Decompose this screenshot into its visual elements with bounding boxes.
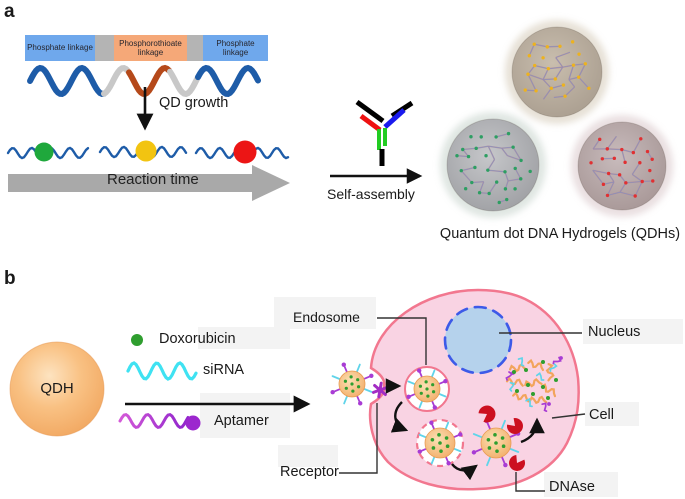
receptor-label: Receptor	[280, 464, 339, 480]
panel-a-label: a	[4, 1, 15, 22]
label-backdrop	[583, 319, 683, 344]
endosome-connector	[377, 317, 427, 365]
reaction-time-label: Reaction time	[107, 171, 199, 188]
receptor-connector	[339, 403, 378, 474]
receptor-icon	[371, 381, 389, 399]
endosome-maturation-arrow	[390, 401, 409, 433]
linker-segment	[187, 35, 203, 61]
phosphorothioate-linkage-segment: Phosphorothioate linkage	[114, 35, 187, 61]
label-backdrop	[585, 402, 639, 426]
endosome-label: Endosome	[293, 309, 360, 325]
qdh-particle-outside	[330, 362, 374, 406]
released-cargo	[505, 356, 563, 413]
dnase-label: DNAse	[549, 479, 595, 495]
cargo-release-arrow	[520, 417, 545, 444]
aptamer-wave-icon	[118, 412, 201, 431]
hydrogel-sphere-green	[440, 112, 546, 218]
segment-label: Phosphate linkage	[27, 43, 93, 53]
qdh-particle-endosome2	[417, 420, 463, 466]
nucleus	[443, 305, 513, 375]
segment-label: Phosphorothioate linkage	[119, 38, 182, 57]
segment-label: Phosphate linkage	[216, 38, 255, 57]
label-backdrop	[544, 472, 618, 497]
hydrogel-spheres	[440, 20, 673, 218]
panel-b-label: b	[4, 268, 16, 289]
label-backdrop	[198, 327, 290, 349]
qd-seeded-strands	[6, 140, 290, 164]
cell-label: Cell	[589, 407, 614, 423]
qdh-sphere-label: QDH	[40, 380, 74, 397]
linker-segment	[95, 35, 114, 61]
phosphate-linkage-segment: Phosphate linkage	[203, 35, 268, 61]
label-backdrop	[274, 297, 376, 329]
hydrogel-sphere-yellow	[505, 20, 609, 124]
endosome-escape-arrow	[451, 463, 478, 481]
legend-sirna-label: siRNA	[203, 362, 245, 378]
nucleus-label: Nucleus	[588, 324, 641, 340]
qdh-particle-free	[471, 418, 521, 468]
qdh-sphere	[9, 341, 105, 437]
label-backdrop	[200, 393, 290, 438]
qdh-particle-endosome1	[406, 368, 448, 410]
label-backdrop	[278, 445, 338, 467]
cell-connector	[551, 413, 586, 419]
doxorubicin-dot-icon	[131, 334, 143, 346]
y-dna-icon	[355, 99, 414, 166]
dnase-icon	[509, 455, 526, 471]
dnase-icon	[478, 405, 496, 423]
qdh-caption: Quantum dot DNA Hydrogels (QDHs)	[439, 226, 681, 242]
self-assembly-label: Self-assembly	[327, 186, 415, 202]
phosphate-linkage-segment: Phosphate linkage	[25, 35, 95, 61]
cell-diagram	[330, 288, 586, 492]
reaction-time-arrow	[8, 165, 290, 201]
legend-icons	[118, 334, 311, 431]
hydrogel-sphere-red	[571, 115, 673, 217]
linkage-bar: Phosphate linkage Phosphorothioate linka…	[25, 35, 268, 61]
dnase-connector	[515, 472, 545, 492]
chimeric-dna-strand	[27, 64, 261, 98]
legend-doxorubicin-label: Doxorubicin	[159, 331, 236, 347]
sirna-wave-icon	[126, 361, 198, 381]
qd-growth-label: QD growth	[159, 95, 229, 111]
legend-aptamer-label: Aptamer	[214, 413, 269, 429]
dnase-icon	[506, 417, 523, 434]
